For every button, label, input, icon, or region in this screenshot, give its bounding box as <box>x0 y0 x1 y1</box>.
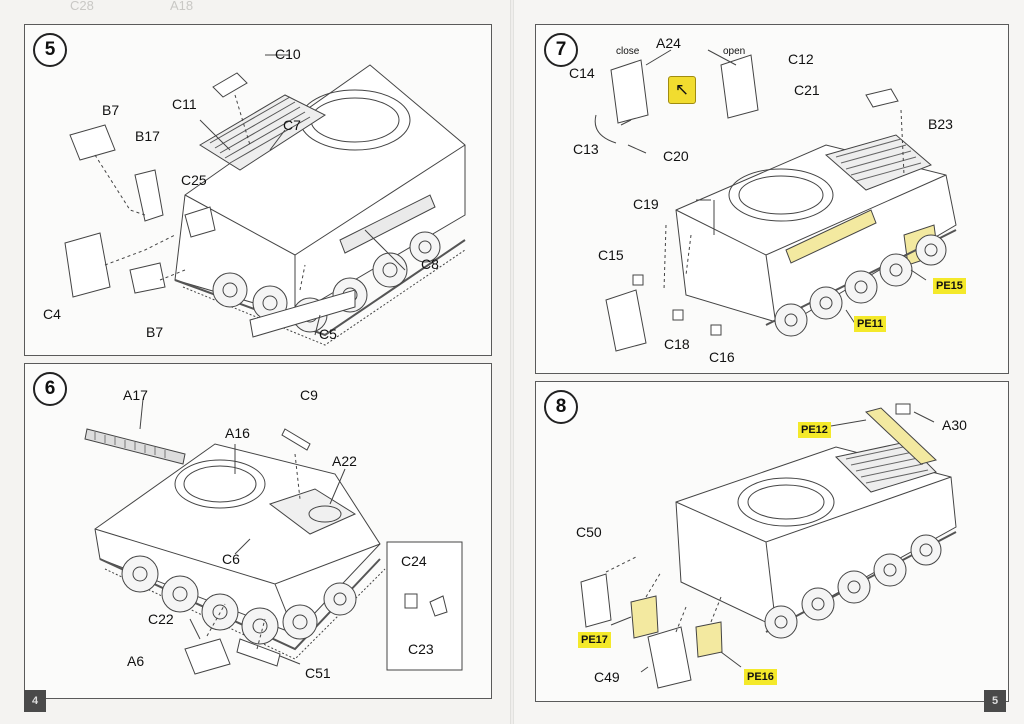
part-label-c16: C16 <box>709 349 735 365</box>
photoetch-label-pe17: PE17 <box>578 632 611 648</box>
step-number: 5 <box>33 33 67 67</box>
part-label-c24: C24 <box>401 553 427 569</box>
cursor-arrow-icon: ↖ <box>668 76 696 104</box>
part-label-b23: B23 <box>928 116 953 132</box>
part-label-c50: C50 <box>576 524 602 540</box>
part-label-c22: C22 <box>148 611 174 627</box>
part-label-a24: A24 <box>656 35 681 51</box>
part-label-c6: C6 <box>222 551 240 567</box>
photoetch-label-pe11: PE11 <box>854 316 887 332</box>
step-7-panel: 7 close A24 open C12 C14 C21 B23 C13 C20… <box>535 24 1009 374</box>
part-label-b17: B17 <box>135 128 160 144</box>
step-6-panel: 6 A17 C9 A16 A22 C24 C6 C22 C23 A6 C51 <box>24 363 492 699</box>
part-label-a22: A22 <box>332 453 357 469</box>
state-label-close: close <box>616 46 640 57</box>
step-7-drawing <box>594 49 957 352</box>
part-label-c19: C19 <box>633 196 659 212</box>
bleed-text: A18 <box>170 0 194 13</box>
part-label-c25: C25 <box>181 172 207 188</box>
part-label-c7: C7 <box>283 117 301 133</box>
part-label-c11: C11 <box>172 96 197 112</box>
step-6-drawing <box>84 398 463 675</box>
part-label-a6: A6 <box>127 653 145 669</box>
part-label-a16: A16 <box>225 425 250 441</box>
step-number: 8 <box>544 390 578 424</box>
part-label-c15: C15 <box>598 247 624 263</box>
bleed-text: C28 <box>70 0 94 13</box>
part-label-a17: A17 <box>123 387 148 403</box>
photoetch-label-pe15: PE15 <box>933 278 966 294</box>
state-label-open: open <box>723 46 746 57</box>
part-label-c51: C51 <box>305 665 331 681</box>
part-label-b7: B7 <box>146 324 164 340</box>
part-label-c13: C13 <box>573 141 599 157</box>
part-label-c21: C21 <box>794 82 820 98</box>
part-label-c9: C9 <box>300 387 318 403</box>
step-8-panel: 8 PE12 A30 C50 PE17 C49 PE16 <box>535 381 1009 702</box>
part-label-c20: C20 <box>663 148 689 164</box>
part-label-b7: B7 <box>102 102 120 118</box>
page-fold <box>510 0 514 724</box>
photoetch-label-pe12: PE12 <box>798 422 831 438</box>
step-number: 7 <box>544 33 578 67</box>
part-label-a30: A30 <box>942 417 967 433</box>
photoetch-label-pe16: PE16 <box>744 669 777 685</box>
part-label-c8: C8 <box>421 256 439 272</box>
part-label-c4: C4 <box>43 306 61 322</box>
part-label-c5: C5 <box>319 326 337 342</box>
part-label-c23: C23 <box>408 641 434 657</box>
part-label-c12: C12 <box>788 51 814 67</box>
part-label-c14: C14 <box>569 65 595 81</box>
part-label-c49: C49 <box>594 669 620 685</box>
step-5-panel: 5 C10 B7 C11 C7 B17 C25 C8 C4 B7 C5 <box>24 24 492 356</box>
page-number-left: 4 <box>24 690 46 712</box>
page-number-right: 5 <box>984 690 1006 712</box>
part-label-c10: C10 <box>275 46 301 62</box>
step-number: 6 <box>33 372 67 406</box>
step-8-drawing <box>580 403 957 689</box>
part-label-c18: C18 <box>664 336 690 352</box>
step-5-drawing <box>64 54 466 346</box>
